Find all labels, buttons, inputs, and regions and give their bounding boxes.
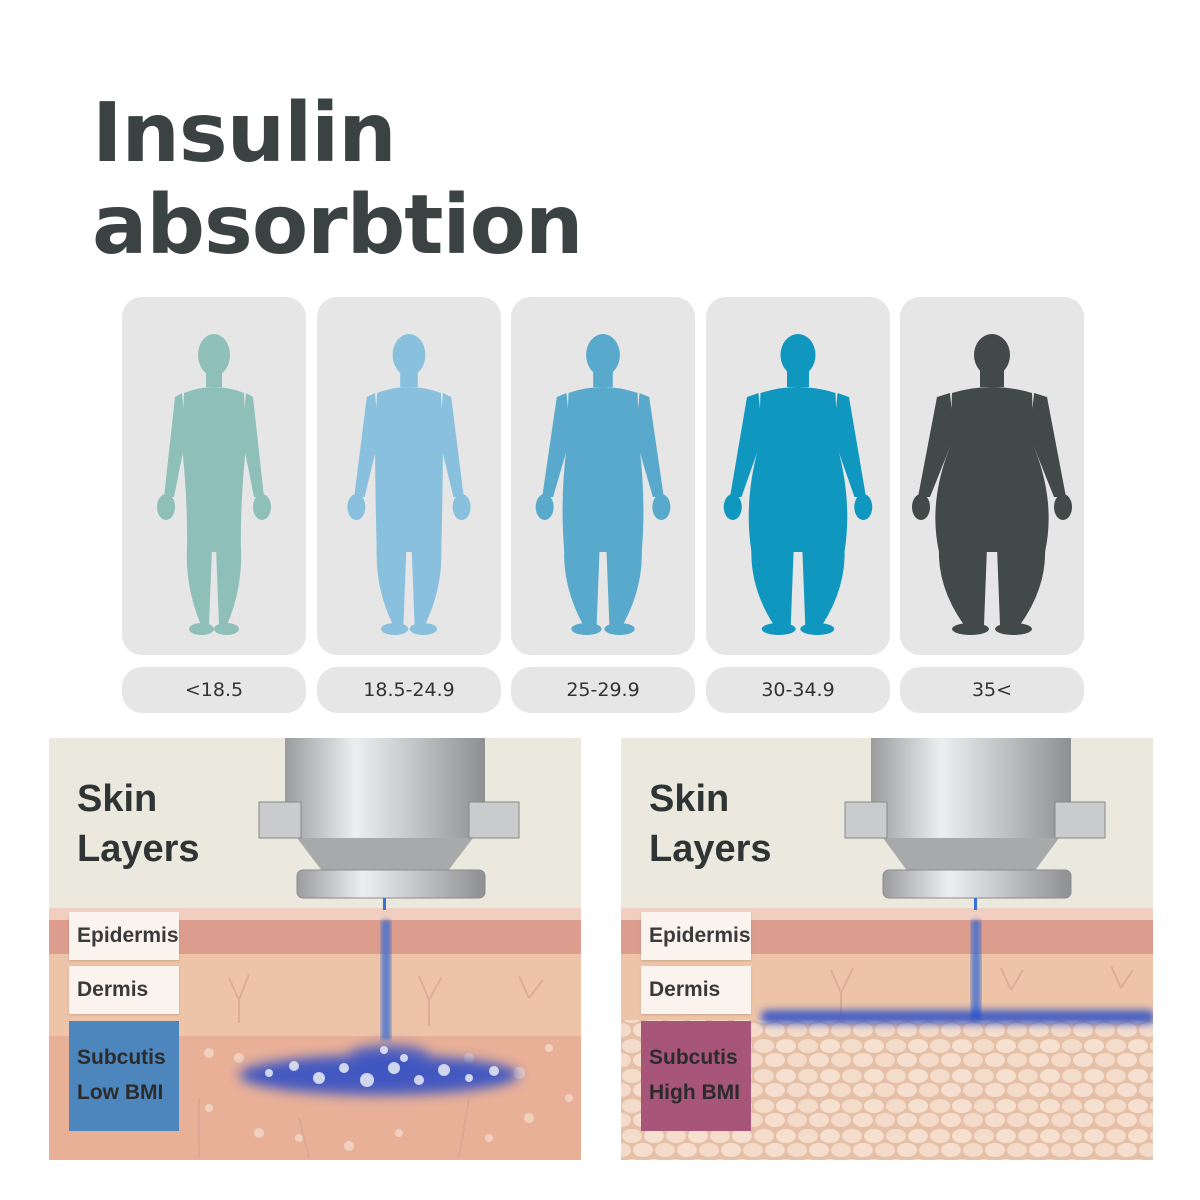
dermis-label: Dermis	[69, 966, 179, 1014]
subcutis-label: Subcutis High BMI	[641, 1021, 751, 1131]
heading-line-2: Layers	[649, 828, 772, 870]
heading-line-2: Layers	[77, 828, 200, 870]
bmi-range-label-1: <18.5	[122, 667, 306, 713]
bmi-range-label-3: 25-29.9	[511, 667, 695, 713]
subcutis-line-2: Low BMI	[77, 1081, 164, 1104]
heading-line-1: Skin	[77, 778, 158, 820]
panel-heading: Skin Layers	[649, 774, 772, 874]
bmi-figure-card-5	[900, 297, 1084, 655]
epidermis-label: Epidermis	[641, 912, 751, 960]
page-title: Insulin absorbtion	[92, 86, 583, 273]
subcutis-line-1: Subcutis	[77, 1046, 166, 1069]
panel-heading: Skin Layers	[77, 774, 200, 874]
body-silhouette-icon	[535, 334, 671, 635]
bmi-figure-card-4	[706, 297, 890, 655]
subcutis-label: Subcutis Low BMI	[69, 1021, 179, 1131]
bmi-range-label-4: 30-34.9	[706, 667, 890, 713]
bmi-figure-card-1	[122, 297, 306, 655]
body-silhouette-icon	[157, 334, 271, 635]
body-silhouette-icon	[723, 334, 873, 635]
epidermis-label: Epidermis	[69, 912, 179, 960]
bmi-range-label-2: 18.5-24.9	[317, 667, 501, 713]
subcutis-line-1: Subcutis	[649, 1046, 738, 1069]
title-line-2: absorbtion	[92, 178, 583, 273]
bmi-figure-card-2	[317, 297, 501, 655]
body-silhouette-icon	[347, 334, 471, 635]
bmi-figure-card-3	[511, 297, 695, 655]
body-silhouette-icon	[912, 334, 1072, 635]
heading-line-1: Skin	[649, 778, 730, 820]
skin-layers-panel-high-bmi: Skin Layers Epidermis Dermis Subcutis Hi…	[621, 738, 1153, 1160]
title-line-1: Insulin	[92, 86, 397, 181]
bmi-range-label-5: 35<	[900, 667, 1084, 713]
subcutis-line-2: High BMI	[649, 1081, 740, 1104]
skin-layers-panel-low-bmi: Skin Layers Epidermis Dermis Subcutis Lo…	[49, 738, 581, 1160]
dermis-label: Dermis	[641, 966, 751, 1014]
